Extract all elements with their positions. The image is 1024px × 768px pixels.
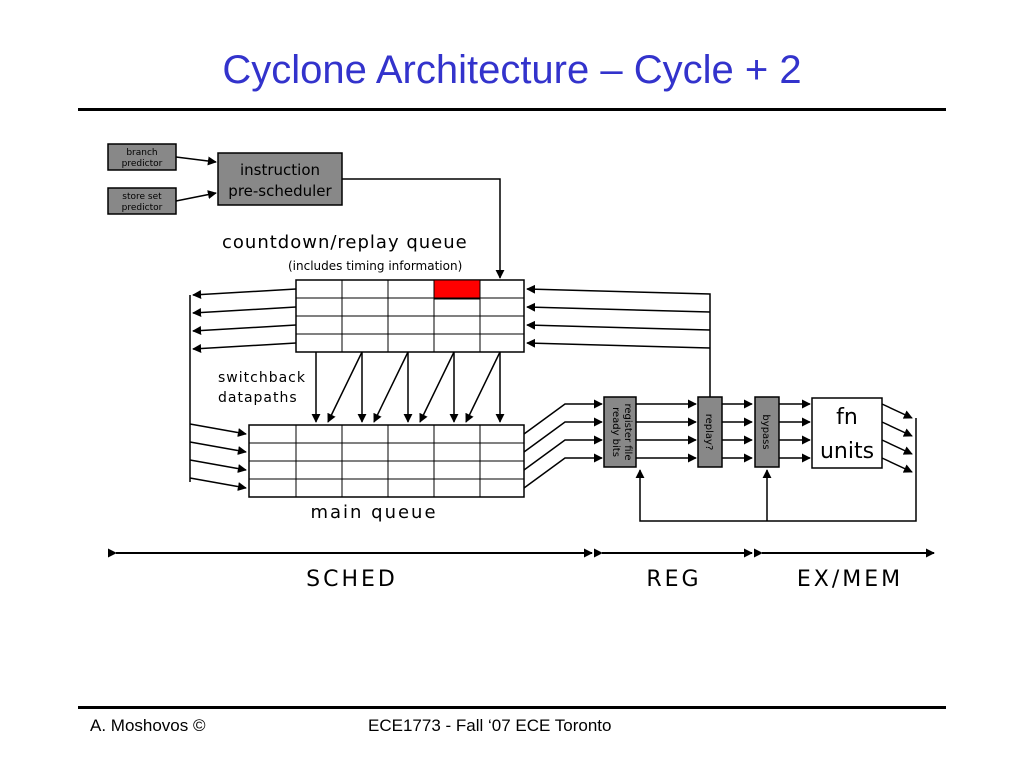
stage-label-exmem: EX/MEM (797, 567, 903, 592)
highlighted-entry (433, 279, 481, 300)
regfile-to-replay-arrows (636, 399, 697, 463)
replay-label: replay? (703, 414, 714, 451)
stage-label-sched: SCHED (306, 567, 398, 592)
fn-units-label-2: units (820, 439, 874, 464)
branch-predictor-label-1: branch (126, 148, 157, 158)
switchback-arrows (311, 351, 505, 423)
pre-to-queue-arrow (342, 178, 505, 279)
stage-label-reg: REG (646, 567, 701, 592)
register-file-label-1: register file (622, 404, 633, 461)
footer-course: ECE1773 - Fall ‘07 ECE Toronto (368, 716, 612, 735)
main-queue-outputs (523, 399, 603, 489)
main-queue-grid (248, 424, 525, 498)
store-set-label-1: store set (122, 192, 162, 202)
store-set-predictor-box: store set predictor (107, 187, 177, 215)
main-queue-label: main queue (310, 502, 437, 523)
pre-scheduler-box: instruction pre-scheduler (217, 152, 343, 206)
pre-scheduler-label-1: instruction (240, 161, 320, 179)
fn-units-outputs (881, 403, 913, 473)
switchback-label-1: switchback (218, 370, 306, 386)
countdown-left-outputs (189, 288, 297, 482)
footer-author: A. Moshovos © (90, 716, 206, 735)
slide-title: Cyclone Architecture – Cycle + 2 (222, 48, 802, 92)
register-file-label-2: ready bits (610, 407, 621, 457)
fn-units-box: fn units (811, 397, 883, 469)
bypass-label: bypass (760, 414, 771, 449)
title-divider (78, 108, 946, 111)
branch-predictor-label-2: predictor (122, 159, 163, 169)
branch-to-pre-arrow (175, 156, 217, 166)
bypass-box: bypass (754, 396, 780, 468)
replay-to-bypass-arrows (722, 399, 753, 463)
countdown-queue-grid (295, 279, 525, 353)
replay-feedback (526, 284, 711, 397)
branch-predictor-box: branch predictor (107, 143, 177, 171)
footer-divider (78, 706, 946, 709)
pre-scheduler-label-2: pre-scheduler (228, 182, 332, 200)
switchback-label-2: datapaths (218, 390, 298, 406)
store-set-label-2: predictor (122, 203, 163, 213)
countdown-queue-label: countdown/replay queue (222, 232, 468, 253)
fn-units-label-1: fn (836, 405, 858, 430)
bypass-to-fn-arrows (779, 399, 811, 463)
storeset-to-pre-arrow (175, 190, 217, 202)
countdown-queue-note: (includes timing information) (288, 259, 462, 273)
register-file-box: register file ready bits (603, 396, 637, 468)
replay-box: replay? (697, 396, 723, 468)
main-queue-left-inputs (189, 423, 247, 492)
result-feedback-loop (635, 418, 917, 522)
